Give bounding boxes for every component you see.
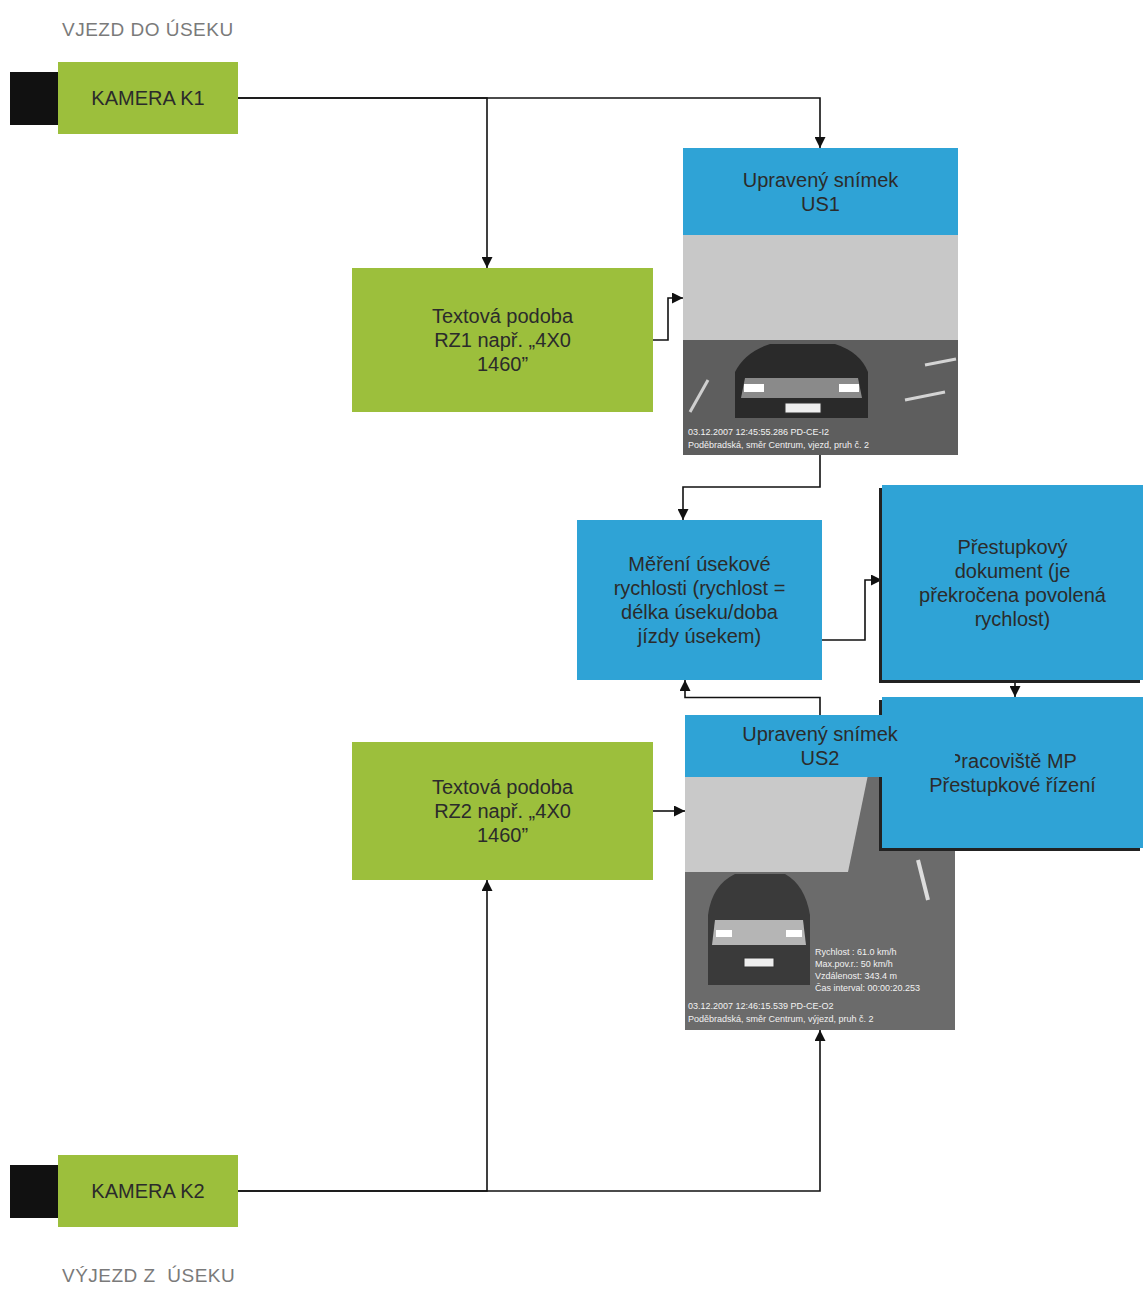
photo-header: Upravený snímek US1	[683, 148, 958, 235]
camera-box: KAMERA K2	[58, 1155, 238, 1227]
camera-box: KAMERA K1	[58, 62, 238, 134]
node-text: Měření úsekové rychlosti (rychlost = dél…	[610, 552, 790, 648]
photo-overlay: Vzdálenost: 343.4 m	[815, 970, 897, 982]
image-box: Upravený snímek US2	[685, 715, 955, 1030]
connector-arrow	[238, 880, 487, 1191]
connector-arrow	[238, 98, 487, 268]
process-box: Textová podoba RZ1 např. „4X0 1460”	[352, 268, 653, 412]
connector-arrow	[683, 455, 820, 520]
node-text: KAMERA K2	[91, 1179, 204, 1203]
photo-overlay: 03.12.2007 12:46:15.539 PD-CE-O2	[688, 1000, 834, 1012]
image-box: Upravený snímek US1	[683, 148, 958, 455]
process-box: Měření úsekové rychlosti (rychlost = dél…	[577, 520, 822, 680]
section-label: VJEZD DO ÚSEKU	[62, 18, 234, 42]
photo-overlay: 03.12.2007 12:45:55.286 PD-CE-I2	[688, 426, 829, 438]
photo-entry	[683, 235, 958, 455]
connector-arrow	[822, 580, 882, 640]
node-text: Přestupkový dokument (je překročena povo…	[913, 535, 1113, 631]
connector-arrow	[653, 810, 685, 812]
camera-lens	[10, 1165, 60, 1218]
process-box: Textová podoba RZ2 např. „4X0 1460”	[352, 742, 653, 880]
section-label: VÝJEZD Z ÚSEKU	[62, 1264, 235, 1288]
node-text: KAMERA K1	[91, 86, 204, 110]
connector-arrow	[238, 98, 820, 148]
node-text: Upravený snímek US1	[731, 168, 911, 216]
node-text: Upravený snímek US2	[730, 722, 910, 770]
photo-overlay: Max.pov.r.: 50 km/h	[815, 958, 893, 970]
photo-overlay: Rychlost : 61.0 km/h	[815, 946, 897, 958]
camera-lens	[10, 72, 60, 125]
document-box: Přestupkový dokument (je překročena povo…	[882, 485, 1143, 680]
node-text: Textová podoba RZ2 např. „4X0 1460”	[413, 775, 593, 847]
connector-arrow	[653, 298, 683, 340]
photo-overlay: Čas interval: 00:00:20.253	[815, 982, 920, 994]
photo-overlay: Poděbradská, směr Centrum, vjezd, pruh č…	[688, 439, 869, 451]
node-text: Textová podoba RZ1 např. „4X0 1460”	[413, 304, 593, 376]
connector-arrow	[685, 680, 820, 715]
photo-overlay: Poděbradská, směr Centrum, výjezd, pruh …	[688, 1013, 874, 1025]
connector-arrow	[1014, 680, 1016, 697]
photo-header: Upravený snímek US2	[685, 715, 955, 777]
connector-arrow	[238, 1030, 820, 1191]
